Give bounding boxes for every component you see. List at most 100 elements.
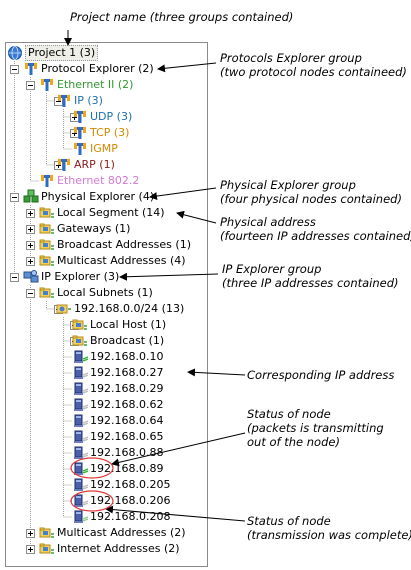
tree-node[interactable]: 192.168.0.10 [6,349,207,365]
folder-network-icon [39,285,55,301]
annotation-line: Corresponding IP address [247,368,395,382]
expand-icon[interactable] [26,209,35,218]
annotation-corresponding-ip: Corresponding IP address [247,368,394,382]
tree-node[interactable]: Protocol Explorer (2) [6,61,207,77]
tree-node-label: IGMP [90,142,118,155]
tree-node[interactable]: 192.168.0.62 [6,397,207,413]
tree-node[interactable]: Local Subnets (1) [6,285,207,301]
host-idle-icon [72,413,89,429]
tree-node-label: 192.168.0.27 [90,366,164,379]
tree-node[interactable]: 192.168.0.89 [6,461,207,477]
host-idle-icon [72,429,89,445]
tree-node-label: 192.168.0.89 [90,462,164,475]
expand-icon[interactable] [26,257,35,266]
tree-node-label: 192.168.0.205 [90,478,171,491]
annotation-line: (three IP addresses contained) [222,276,399,290]
host-complete-icon [72,509,89,525]
tree-node[interactable]: Local Segment (14) [6,205,207,221]
expand-icon[interactable] [26,225,35,234]
collapse-icon[interactable] [10,65,19,74]
protocol-icon [23,61,39,77]
folder-network-icon [72,333,88,349]
collapse-icon[interactable] [26,81,35,90]
tree-node-label: IP Explorer (3) [41,270,120,283]
tree-connector-lines [10,61,72,550]
tree-node-label: Local Host (1) [90,318,167,331]
annotation-line: (packets is transmitting [247,421,384,435]
annotation-status-transmitting: Status of node (packets is transmitting … [247,407,384,449]
tree-node-label: Broadcast Addresses (1) [57,238,191,251]
tree-node[interactable]: Broadcast Addresses (1) [6,237,207,253]
tree-node-label: Multicast Addresses (2) [57,526,186,539]
annotation-line: (four physical nodes contained) [220,192,402,206]
tree-node[interactable]: Internet Addresses (2) [6,541,207,557]
tree-node[interactable]: 192.168.0.88 [6,445,207,461]
host-idle-icon [72,445,89,461]
collapse-icon[interactable] [26,289,35,298]
tree-node[interactable]: TCP (3) [6,125,207,141]
tree-node[interactable]: Local Host (1) [6,317,207,333]
tree-node[interactable]: Multicast Addresses (2) [6,525,207,541]
collapse-icon[interactable] [10,273,19,282]
physical-explorer-icon [23,189,39,205]
tree-node[interactable]: Physical Explorer (4) [6,189,207,205]
folder-network-icon [39,541,55,557]
tree-node-label: Protocol Explorer (2) [41,62,154,75]
annotation-line: Status of node [247,407,331,421]
arrow-status-transmitting [111,432,246,467]
annotation-line: IP Explorer group [222,262,322,276]
arrow-physical-group [149,187,217,201]
annotation-physical-group: Physical Explorer group (four physical n… [220,178,402,206]
annotation-line: Physical Explorer group [220,178,356,192]
status-circle-complete [70,490,114,512]
expand-icon[interactable] [26,241,35,250]
expand-icon[interactable] [26,545,35,554]
tree-node[interactable]: IP Explorer (3) [6,269,207,285]
host-idle-icon [72,381,89,397]
tree-node[interactable]: UDP (3) [6,109,207,125]
annotation-project-name: Project name (three groups contained) [70,10,293,24]
tree-node-label: Internet Addresses (2) [57,542,180,555]
protocol-icon [39,173,55,189]
host-idle-icon [72,493,89,509]
tree-node-label: 192.168.0.65 [90,430,164,443]
tree-node[interactable]: 192.168.0.29 [6,381,207,397]
arrow-protocols-group [157,62,217,73]
tree-node[interactable]: Broadcast (1) [6,333,207,349]
explorer-tree-panel[interactable]: Project 1 (3)Protocol Explorer (2) Ethern… [5,42,208,567]
tree-node-label: 192.168.0.62 [90,398,164,411]
folder-network-icon [39,525,55,541]
host-idle-icon [72,397,89,413]
tree-node-label: UDP (3) [90,110,133,123]
tree-node[interactable]: 192.168.0.205 [6,477,207,493]
annotation-physical-address: Physical address (fourteen IP addresses … [220,215,411,243]
collapse-icon[interactable] [10,193,19,202]
annotation-line: Protocols Explorer group [220,51,362,65]
folder-network-icon [39,221,55,237]
tree-node[interactable]: 192.168.0.206 [6,493,207,509]
tree-node[interactable]: 192.168.0.64 [6,413,207,429]
expand-icon[interactable] [26,529,35,538]
tree-node[interactable]: 192.168.0.27 [6,365,207,381]
annotation-line: (two protocol nodes containeed) [220,65,407,79]
tree-node[interactable]: 192.168.0.0/24 (13) [6,301,207,317]
tree-node-label: Broadcast (1) [90,334,165,347]
annotation-ip-group: IP Explorer group (three IP addresses co… [222,262,399,290]
protocol-icon [39,77,55,93]
tree-node[interactable]: Project 1 (3) [6,45,207,61]
tree-node[interactable]: IGMP [6,141,207,157]
annotation-line: (fourteen IP addresses contained) [220,229,411,243]
tree-node[interactable]: Ethernet 802.2 [6,173,207,189]
tree-node[interactable]: IP (3) [6,93,207,109]
tree-node-label: 192.168.0.0/24 (13) [74,302,185,315]
host-transmitting-icon [72,461,89,477]
annotation-protocols-group: Protocols Explorer group (two protocol n… [220,51,407,79]
host-transmitting-icon [72,349,89,365]
tree-node[interactable]: 192.168.0.65 [6,429,207,445]
folder-network-icon [72,317,88,333]
tree-node[interactable]: ARP (1) [6,157,207,173]
tree-node[interactable]: Gateways (1) [6,221,207,237]
tree-node-label: Physical Explorer (4) [41,190,155,203]
tree-node[interactable]: Ethernet II (2) [6,77,207,93]
tree-node[interactable]: Multicast Addresses (4) [6,253,207,269]
